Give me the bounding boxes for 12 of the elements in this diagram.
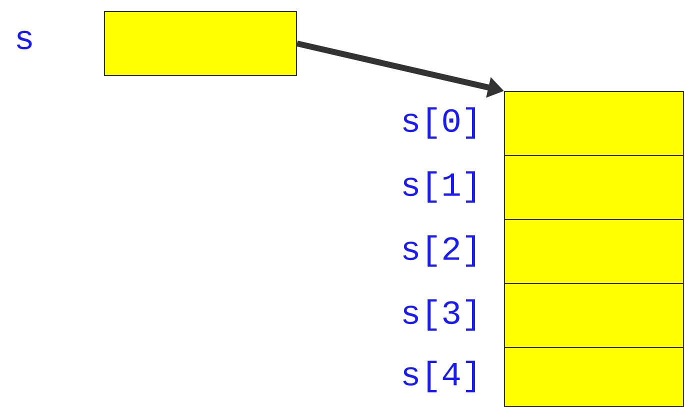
variable-label: s[3] — [403, 299, 475, 331]
variable-label: s — [16, 30, 32, 50]
memory-cell — [504, 347, 684, 407]
memory-cell — [504, 91, 684, 156]
memory-cell — [504, 155, 684, 220]
variable-label: s[1] — [403, 171, 475, 203]
variable-label: s[0] — [403, 107, 475, 139]
variable-label: s[4] — [403, 360, 475, 392]
memory-cell — [504, 219, 684, 284]
memory-cell — [104, 11, 297, 76]
variable-label: s[2] — [403, 235, 475, 267]
memory-cell — [504, 283, 684, 348]
